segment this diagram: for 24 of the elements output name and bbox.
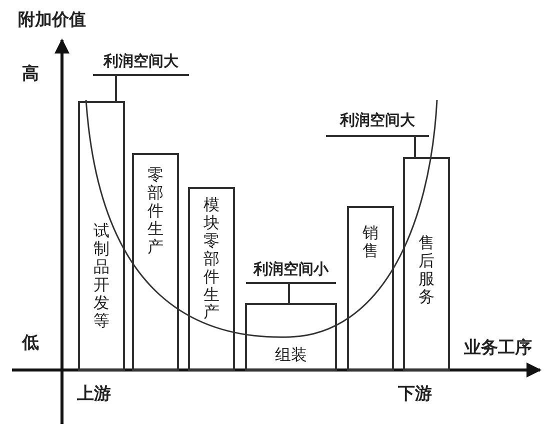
- bar-label: 试制品开发等: [94, 222, 110, 330]
- bar-label: 售后服务: [418, 234, 434, 306]
- axis-label: 低: [22, 332, 39, 354]
- leader-line: [414, 137, 416, 157]
- axis-label: 上游: [77, 383, 111, 405]
- leader-line: [288, 284, 290, 303]
- bar-label: 模块零部件生产: [204, 196, 220, 322]
- value-bar: [188, 187, 235, 371]
- leader-line: [115, 76, 117, 101]
- axis-title: 附加价值: [18, 9, 86, 31]
- value-bar: [132, 153, 179, 371]
- value-bar: [403, 157, 450, 371]
- value-bar: [245, 303, 337, 371]
- bar-label: 零部件生产: [148, 166, 164, 256]
- axis-title: 业务工序: [464, 337, 532, 359]
- value-bar: [347, 206, 394, 371]
- bar-label: 组装: [274, 345, 308, 366]
- value-bar: [78, 101, 125, 371]
- axis-label: 高: [22, 63, 39, 85]
- callout-label: 利润空间大: [93, 54, 189, 76]
- callout-label: 利润空间大: [326, 113, 429, 137]
- bar-label: 销售: [362, 224, 378, 260]
- callout-label: 利润空间小: [246, 262, 336, 284]
- axis-label: 下游: [398, 383, 432, 405]
